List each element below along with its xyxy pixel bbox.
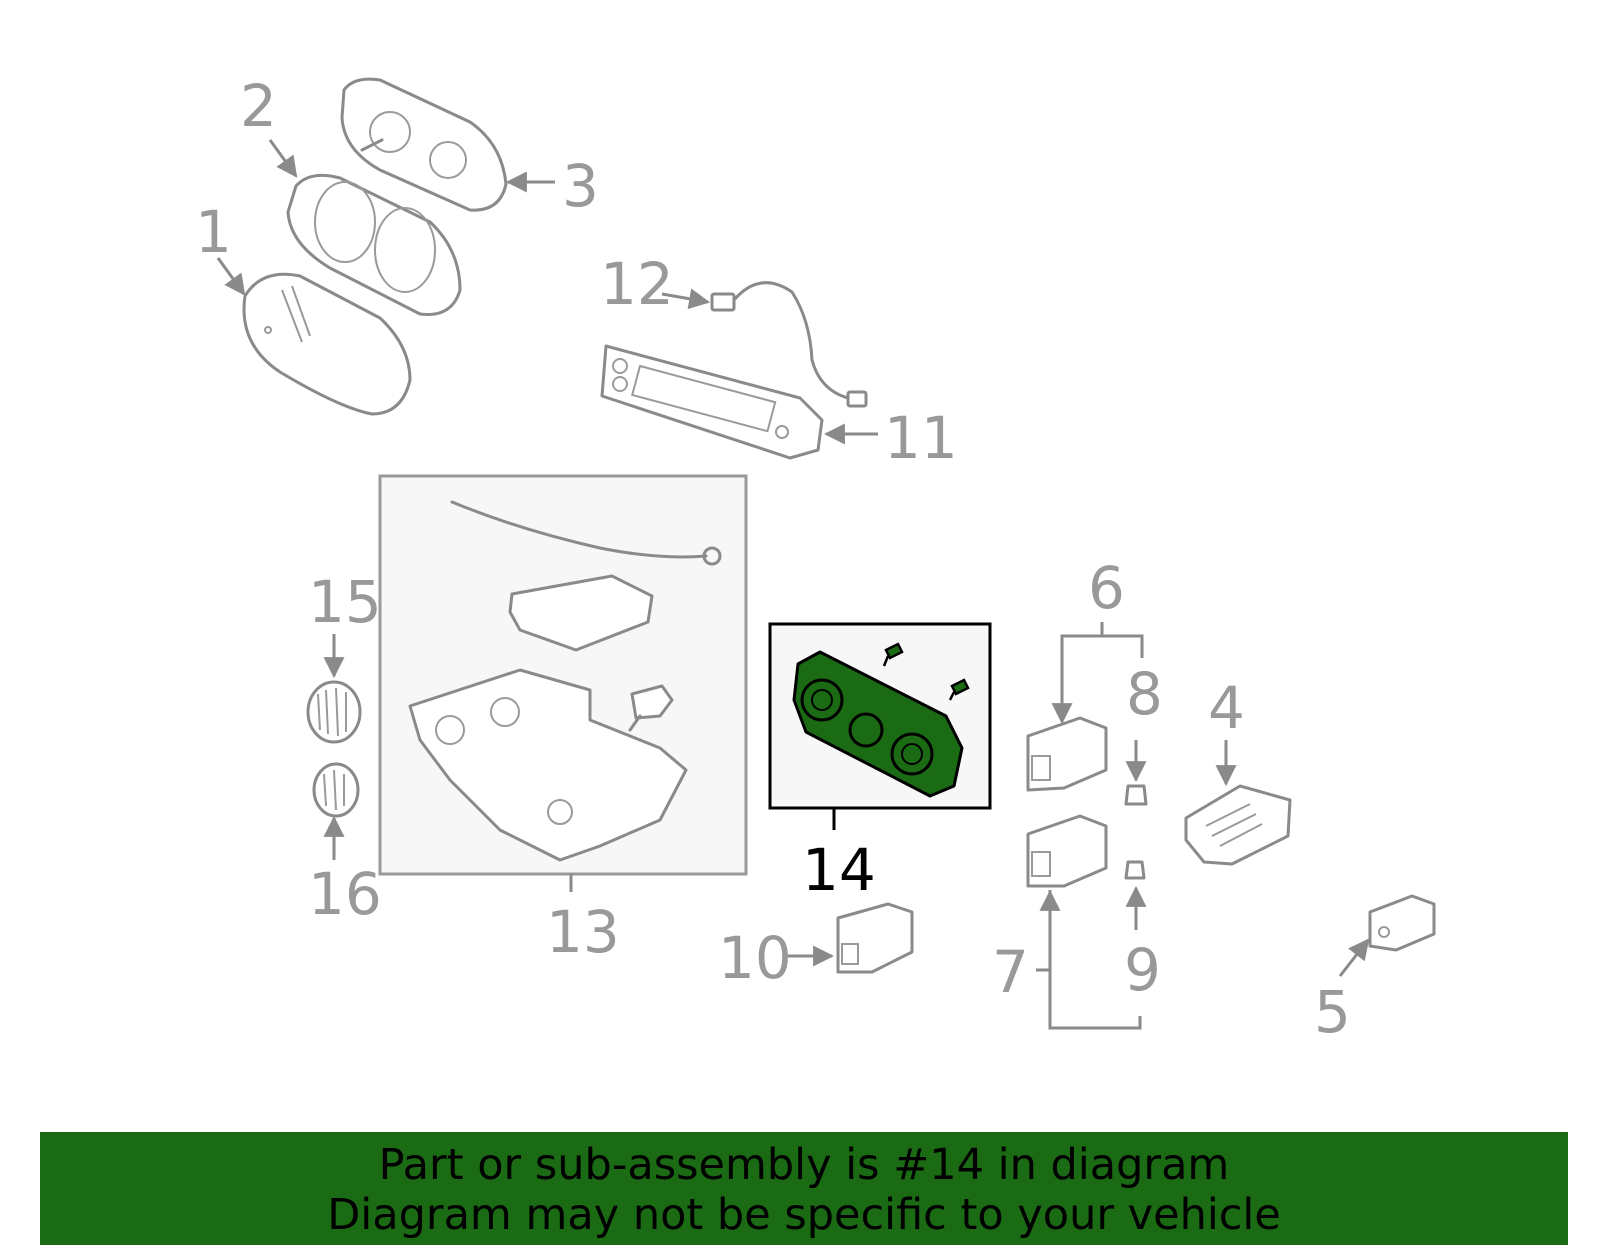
callout-7: 7 [992, 938, 1029, 1006]
callout-9: 9 [1124, 936, 1161, 1004]
callout-13: 13 [546, 898, 620, 966]
part-7-switch[interactable] [1026, 814, 1108, 888]
bracket-7 [1036, 890, 1142, 1030]
callout-2: 2 [240, 72, 277, 140]
part-10-switch[interactable] [836, 902, 914, 974]
part-16-knob[interactable] [312, 762, 360, 818]
bracket-6 [1060, 622, 1144, 720]
info-banner: Part or sub-assembly is #14 in diagram D… [40, 1132, 1568, 1245]
part-12-harness[interactable] [710, 281, 868, 408]
part-15-knob[interactable] [306, 680, 362, 744]
callout-3: 3 [562, 152, 599, 220]
callout-6: 6 [1088, 554, 1125, 622]
banner-line-part-number: Part or sub-assembly is #14 in diagram [378, 1140, 1230, 1190]
part-9-clip[interactable] [1124, 860, 1146, 880]
callout-11: 11 [884, 404, 958, 472]
part-2-bezel[interactable] [286, 173, 462, 316]
part-8-clip[interactable] [1124, 784, 1148, 806]
part-4-switch[interactable] [1184, 784, 1292, 866]
callout-4: 4 [1208, 674, 1245, 742]
callout-12: 12 [600, 250, 674, 318]
callout-10: 10 [718, 924, 792, 992]
callout-15: 15 [308, 568, 382, 636]
callout-1: 1 [195, 198, 232, 266]
callout-8: 8 [1126, 660, 1163, 728]
part-6-switch[interactable] [1026, 716, 1108, 792]
part-13-control-assembly-box[interactable] [378, 474, 748, 876]
banner-line-disclaimer: Diagram may not be specific to your vehi… [327, 1190, 1281, 1240]
callout-14: 14 [802, 836, 876, 904]
part-11-display[interactable] [600, 344, 824, 460]
part-5-switch[interactable] [1368, 894, 1436, 952]
callout-5: 5 [1314, 978, 1351, 1046]
part-1-lens[interactable] [242, 272, 412, 416]
part-14-climate-control-panel[interactable] [768, 622, 992, 810]
callout-16: 16 [308, 860, 382, 928]
